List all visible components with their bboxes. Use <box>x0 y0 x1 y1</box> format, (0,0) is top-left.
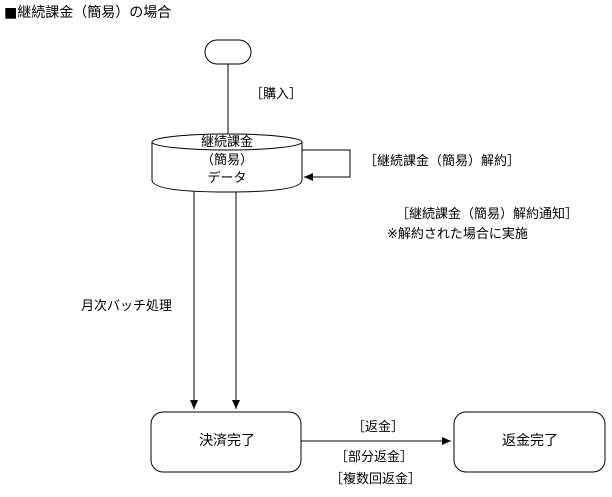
start-node <box>204 39 252 65</box>
refund-label: ［返金］ <box>352 420 405 435</box>
partial-refund-label: ［部分返金］ <box>335 450 414 465</box>
datastore-label-2: （簡易） <box>200 153 253 168</box>
cancel-notice-note: ※解約された場合に実施 <box>387 227 528 242</box>
settled-node-shape <box>150 411 302 473</box>
settled-node-label: 決済完了 <box>199 433 255 449</box>
refund-done-node-label: 返金完了 <box>502 433 558 449</box>
datastore-label-3: データ <box>207 171 247 186</box>
multi-refund-label: ［複数回返金］ <box>330 472 422 487</box>
cancel-label: ［継続課金（簡易）解約］ <box>364 154 521 169</box>
diagram-title: ■継続課金（簡易）の場合 <box>4 5 172 21</box>
refund-done-node-shape <box>453 411 606 473</box>
cancel-notice-label: ［継続課金（簡易）解約通知］ <box>396 207 579 222</box>
purchase-label: ［購入］ <box>250 87 303 102</box>
datastore-node <box>151 133 303 193</box>
monthly-batch-label: 月次バッチ処理 <box>81 299 173 314</box>
cancel-loop-edge <box>302 149 351 181</box>
datastore-label-1: 継続課金 <box>200 135 253 150</box>
